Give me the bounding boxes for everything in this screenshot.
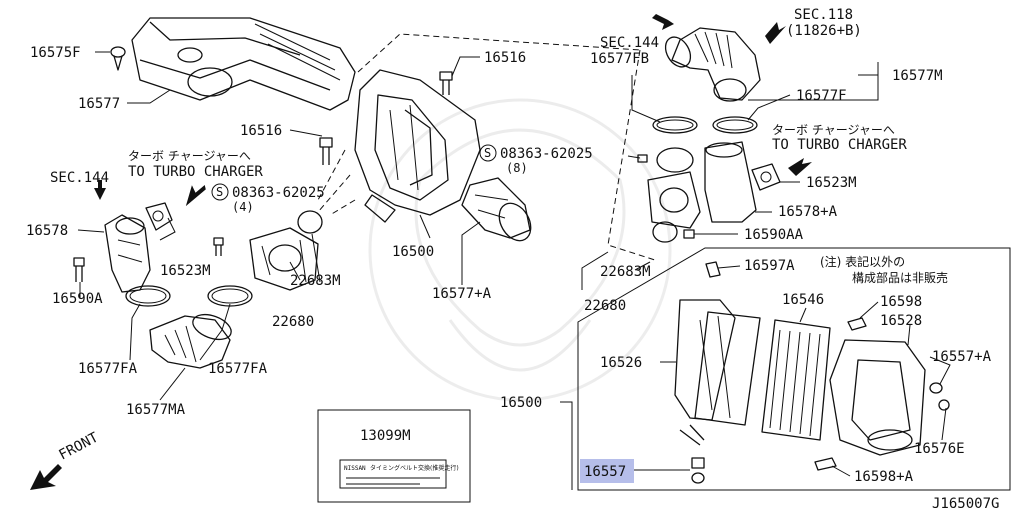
s-mark-left-text: S — [216, 185, 223, 199]
gasket-16523M-left — [145, 202, 173, 231]
leader-lines — [77, 51, 951, 490]
parts-box-16500 — [577, 247, 1011, 491]
sticker-box-13099M — [317, 409, 471, 503]
label-22680-right: 22680 — [584, 298, 626, 314]
label-16528: 16528 — [880, 313, 922, 329]
label-16577FA-left: 16577FA — [78, 361, 138, 377]
label-16546: 16546 — [782, 292, 824, 308]
dashed-guide-left — [317, 149, 356, 216]
label-16576E: 16576E — [914, 441, 965, 457]
filter-16546 — [761, 319, 831, 441]
label-16597A: 16597A — [744, 258, 795, 274]
label-08363-right: 08363-62025 — [500, 146, 593, 162]
label-note-jp-2: 構成部品は非販売 — [852, 270, 948, 285]
watermark — [368, 98, 672, 402]
direction-arrows — [30, 14, 812, 490]
label-16557: 16557 — [584, 464, 626, 480]
label-16598A: 16598+A — [854, 469, 914, 485]
label-22680-left: 22680 — [272, 314, 314, 330]
label-16577: 16577 — [78, 96, 120, 112]
label-08363-left: 08363-62025 — [232, 185, 325, 201]
label-16577F: 16577F — [796, 88, 847, 104]
sticker-lines — [346, 477, 440, 485]
label-16577MA: 16577MA — [126, 402, 186, 418]
label-sec118-sub: (11826+B) — [786, 23, 862, 39]
lower-case-16528 — [829, 339, 926, 456]
s-mark-right-text: S — [484, 146, 491, 160]
label-en-turbo-left: TO TURBO CHARGER — [128, 164, 263, 180]
label-16526: 16526 — [600, 355, 642, 371]
bolt-16590A — [73, 257, 85, 282]
sticker-text: タイミングベルト交換(推奨走行) — [370, 464, 459, 472]
mount-16557 — [691, 457, 705, 484]
label-sec144-right: SEC.144 — [600, 35, 659, 51]
mount-16557A — [929, 382, 950, 411]
label-16516-left: 16516 — [240, 123, 282, 139]
sticker-brand: NISSAN — [344, 465, 366, 472]
s-mark-left — [211, 183, 229, 201]
label-16577A: 16577+A — [432, 286, 492, 302]
air-cleaner-16500 — [354, 69, 481, 223]
label-16578: 16578 — [26, 223, 68, 239]
label-16577M: 16577M — [892, 68, 943, 84]
label-16500-box: 16500 — [500, 395, 542, 411]
label-jp-turbo-left: ターボ チャージャーへ — [128, 149, 251, 163]
label-22683M-right: 22683M — [600, 264, 651, 280]
duct-16577A — [461, 177, 532, 242]
label-16523M-left: 16523M — [160, 263, 211, 279]
screw-s-left — [213, 237, 224, 256]
clip-16598A — [814, 457, 837, 471]
diagram-id: J165007G — [932, 496, 999, 511]
duct-16577 — [131, 17, 356, 111]
clamp-16577FB — [652, 116, 698, 134]
screw-s-right — [637, 154, 648, 163]
bolt-16516-left — [319, 137, 333, 165]
adapter-16578A — [704, 141, 757, 223]
clip-16598 — [847, 317, 867, 331]
label-13099M: 13099M — [360, 428, 411, 444]
label-22683M-left: 22683M — [290, 273, 341, 289]
clamp-16577FA-right — [207, 285, 253, 307]
label-16590AA: 16590AA — [744, 227, 804, 243]
label-16575F: 16575F — [30, 45, 81, 61]
throttle-22680-right — [647, 147, 701, 229]
label-sec144-left: SEC.144 — [50, 170, 109, 186]
clamp-16577FA-left — [125, 285, 171, 307]
s-mark-right — [479, 144, 497, 162]
label-16523M-right: 16523M — [806, 175, 857, 191]
hose-16577MA — [149, 313, 232, 369]
throttle-22680-left — [249, 227, 319, 291]
label-en-turbo-right: TO TURBO CHARGER — [772, 137, 907, 153]
label-16500-top: 16500 — [392, 244, 434, 260]
highlight-16557 — [580, 459, 634, 483]
label-front: FRONT — [56, 429, 101, 463]
dashed-guide-right — [607, 49, 656, 261]
clip-16575F — [110, 46, 126, 71]
adapter-16578 — [104, 214, 151, 293]
label-sec118: SEC.118 — [794, 7, 853, 23]
seal-22683M-left — [297, 210, 323, 234]
label-16577FA-right: 16577FA — [208, 361, 268, 377]
hose-16577M — [664, 27, 761, 102]
label-16557A: 16557+A — [932, 349, 992, 365]
label-08363-left-qty: (4) — [232, 200, 254, 214]
label-16577FB: 16577FB — [590, 51, 649, 67]
bolt-16516-top — [439, 71, 453, 95]
clamp-16577F — [712, 116, 758, 134]
bolt-16590AA — [683, 229, 695, 239]
seal-22683M-right — [652, 221, 678, 243]
label-16598: 16598 — [880, 294, 922, 310]
label-jp-turbo-right: ターボ チャージャーへ — [772, 123, 895, 137]
clip-16597A — [705, 261, 721, 278]
label-08363-right-qty: (8) — [506, 161, 528, 175]
label-16590A: 16590A — [52, 291, 103, 307]
label-16578A: 16578+A — [778, 204, 838, 220]
upper-case-16526 — [674, 299, 761, 446]
gasket-16523M-right — [751, 163, 781, 191]
label-note-jp-1: (注) 表記以外の — [820, 254, 905, 269]
label-16516-top: 16516 — [484, 50, 526, 66]
